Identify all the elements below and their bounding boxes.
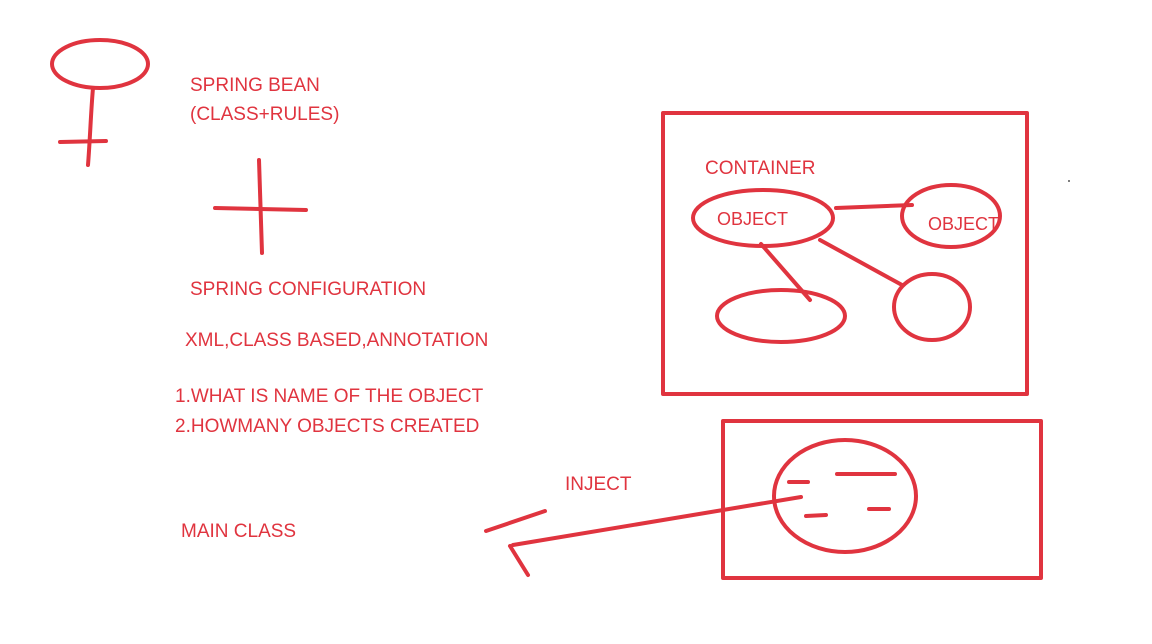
question-2-label: 2.HOWMANY OBJECTS CREATED (175, 416, 480, 437)
plus-vertical (257, 158, 264, 255)
config-types-label: XML,CLASS BASED,ANNOTATION (185, 330, 489, 351)
container-label: CONTAINER (705, 158, 816, 179)
bean-symbol-crossbar (58, 139, 108, 144)
bean-symbol-head (50, 38, 150, 90)
object-node-2 (900, 183, 1002, 249)
link-object1-object2 (834, 203, 914, 210)
inject-arrow-head-upper (484, 509, 547, 533)
object-1-label: OBJECT (717, 209, 789, 229)
inject-arrow-head-lower (508, 544, 530, 577)
bean-symbol-stem (86, 86, 95, 167)
inject-label: INJECT (565, 474, 632, 495)
bean-symbol-icon (50, 38, 150, 167)
main-class-label: MAIN CLASS (181, 521, 297, 542)
injected-bean-box (721, 419, 1043, 580)
spring-bean-sublabel: (CLASS+RULES) (190, 104, 340, 125)
inject-arrow-icon (484, 495, 803, 577)
spring-configuration-label: SPRING CONFIGURATION (190, 279, 427, 300)
container-box (661, 111, 1029, 396)
link-object1-object3 (759, 242, 812, 302)
spring-bean-label: SPRING BEAN (190, 75, 320, 96)
plus-icon (213, 158, 308, 255)
bean-dash-3 (804, 513, 828, 518)
inject-arrow-shaft (511, 495, 803, 547)
link-object1-object4 (818, 238, 904, 287)
question-1-label: 1.WHAT IS NAME OF THE OBJECT (175, 386, 484, 407)
injected-bean-circle (772, 438, 918, 554)
object-2-label: OBJECT (928, 214, 1000, 234)
stray-dot (1068, 180, 1070, 182)
plus-horizontal (213, 206, 308, 212)
object-node-4 (892, 272, 972, 342)
object-node-3 (715, 288, 847, 344)
